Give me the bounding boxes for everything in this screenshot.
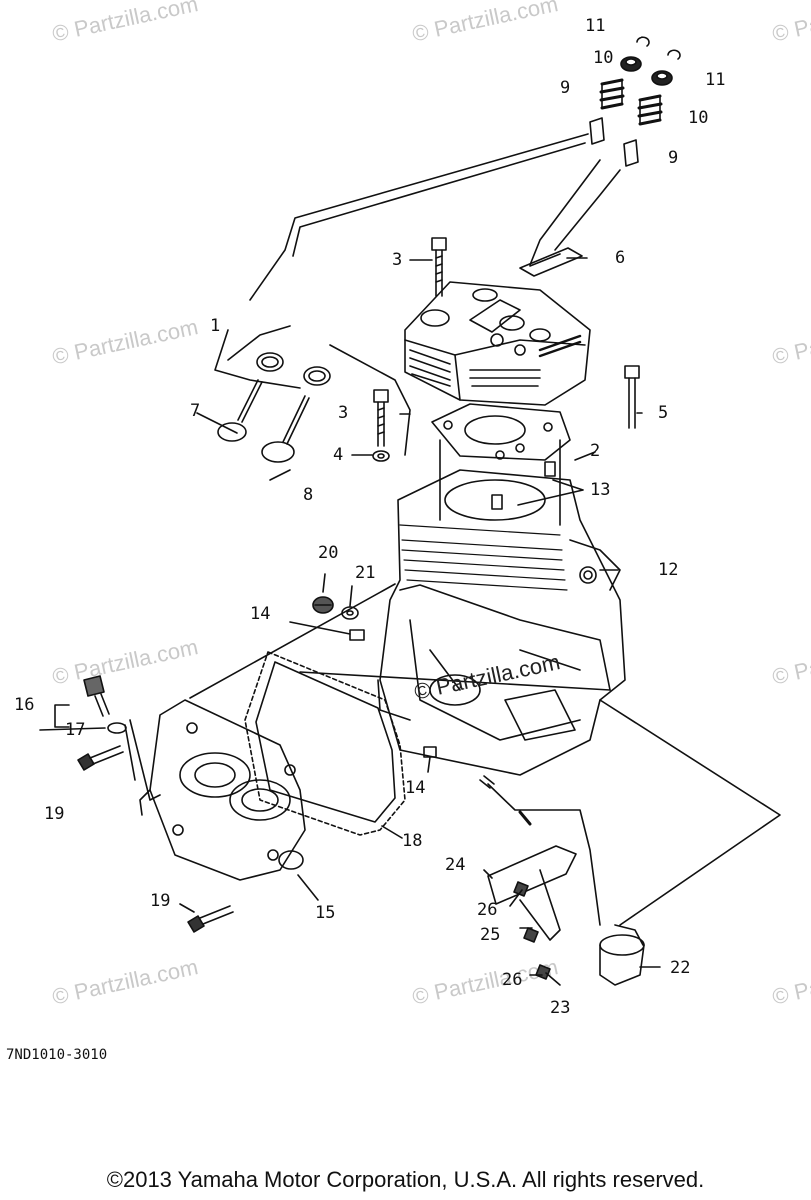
- callout-9-left: 9: [560, 78, 571, 98]
- callout-16: 16: [14, 695, 35, 715]
- oil-level-switch: [599, 924, 645, 986]
- dowel-pin: [544, 461, 556, 477]
- exhaust-valve: [261, 395, 310, 463]
- callout-10-left: 10: [593, 48, 614, 68]
- valve-spring-left: [599, 78, 625, 110]
- callout-15: 15: [315, 903, 336, 923]
- spring-retainer-right: [651, 70, 673, 86]
- callout-2: 2: [590, 441, 601, 461]
- intake-valve: [217, 379, 263, 442]
- copyright-notice: ©2013 Yamaha Motor Corporation, U.S.A. A…: [106, 1167, 705, 1192]
- cover-bolt-lower: [187, 905, 234, 933]
- callout-17: 17: [65, 720, 86, 740]
- callout-8: 8: [303, 485, 314, 505]
- callout-10-right: 10: [688, 108, 709, 128]
- callout-26-upper: 26: [477, 900, 498, 920]
- callout-19-upper: 19: [44, 804, 65, 824]
- callout-12: 12: [658, 560, 679, 580]
- callout-5: 5: [658, 403, 669, 423]
- head-bolt-right: [624, 365, 640, 429]
- breather-plate: [519, 247, 583, 277]
- crankcase-cover: [129, 699, 306, 881]
- cover-bolt-upper: [77, 745, 124, 771]
- cylinder-head: [404, 281, 591, 406]
- callout-22: 22: [670, 958, 691, 978]
- valve-cotter-right: [667, 49, 681, 60]
- valve-spring-right: [637, 94, 663, 126]
- callout-24: 24: [445, 855, 466, 875]
- callout-19-lower: 19: [150, 891, 171, 911]
- crankcase-cylinder: [377, 469, 626, 776]
- head-bolt-lower: [373, 389, 389, 447]
- valve-stem-seal-right: [623, 139, 639, 167]
- callout-11-right: 11: [705, 70, 726, 90]
- bracket-bolt: [523, 927, 539, 943]
- callout-3-lower: 3: [338, 403, 349, 423]
- sensor-wire: [479, 775, 601, 926]
- callout-7: 7: [190, 401, 201, 421]
- callout-14-lower: 14: [405, 778, 426, 798]
- dowel-pin-14-upper: [349, 629, 365, 641]
- oil-filler-plug: [83, 675, 110, 717]
- diagram-code: 7ND1010-3010: [6, 1047, 108, 1063]
- callout-23: 23: [550, 998, 571, 1018]
- callout-11-left: 11: [585, 16, 606, 36]
- callout-9-right: 9: [668, 148, 679, 168]
- bracket-bolt: [513, 881, 529, 897]
- dowel-pin: [491, 494, 503, 510]
- callout-13: 13: [590, 480, 611, 500]
- callout-1: 1: [210, 316, 221, 336]
- bracket-bolt: [535, 964, 551, 980]
- callout-4: 4: [333, 445, 344, 465]
- callout-3-top: 3: [392, 250, 403, 270]
- spring-retainer-left: [620, 56, 642, 72]
- sensor-bracket: [487, 845, 577, 941]
- head-bolt-top: [431, 237, 447, 297]
- crankcase-gasket: [244, 651, 406, 836]
- callout-21: 21: [355, 563, 376, 583]
- valve-stem-seal-left: [589, 117, 605, 145]
- washer: [372, 450, 390, 462]
- callout-26-lower: 26: [502, 970, 523, 990]
- callout-18: 18: [402, 831, 423, 851]
- callout-14-upper: 14: [250, 604, 271, 624]
- valve-seat-left: [256, 352, 284, 372]
- drain-plug: [312, 596, 334, 614]
- o-ring: [107, 722, 127, 734]
- head-gasket: [431, 403, 571, 461]
- valve-cotter-left: [636, 36, 650, 47]
- callout-20: 20: [318, 543, 339, 563]
- valve-seat-right: [303, 366, 331, 386]
- callout-6: 6: [615, 248, 626, 268]
- callout-25: 25: [480, 925, 501, 945]
